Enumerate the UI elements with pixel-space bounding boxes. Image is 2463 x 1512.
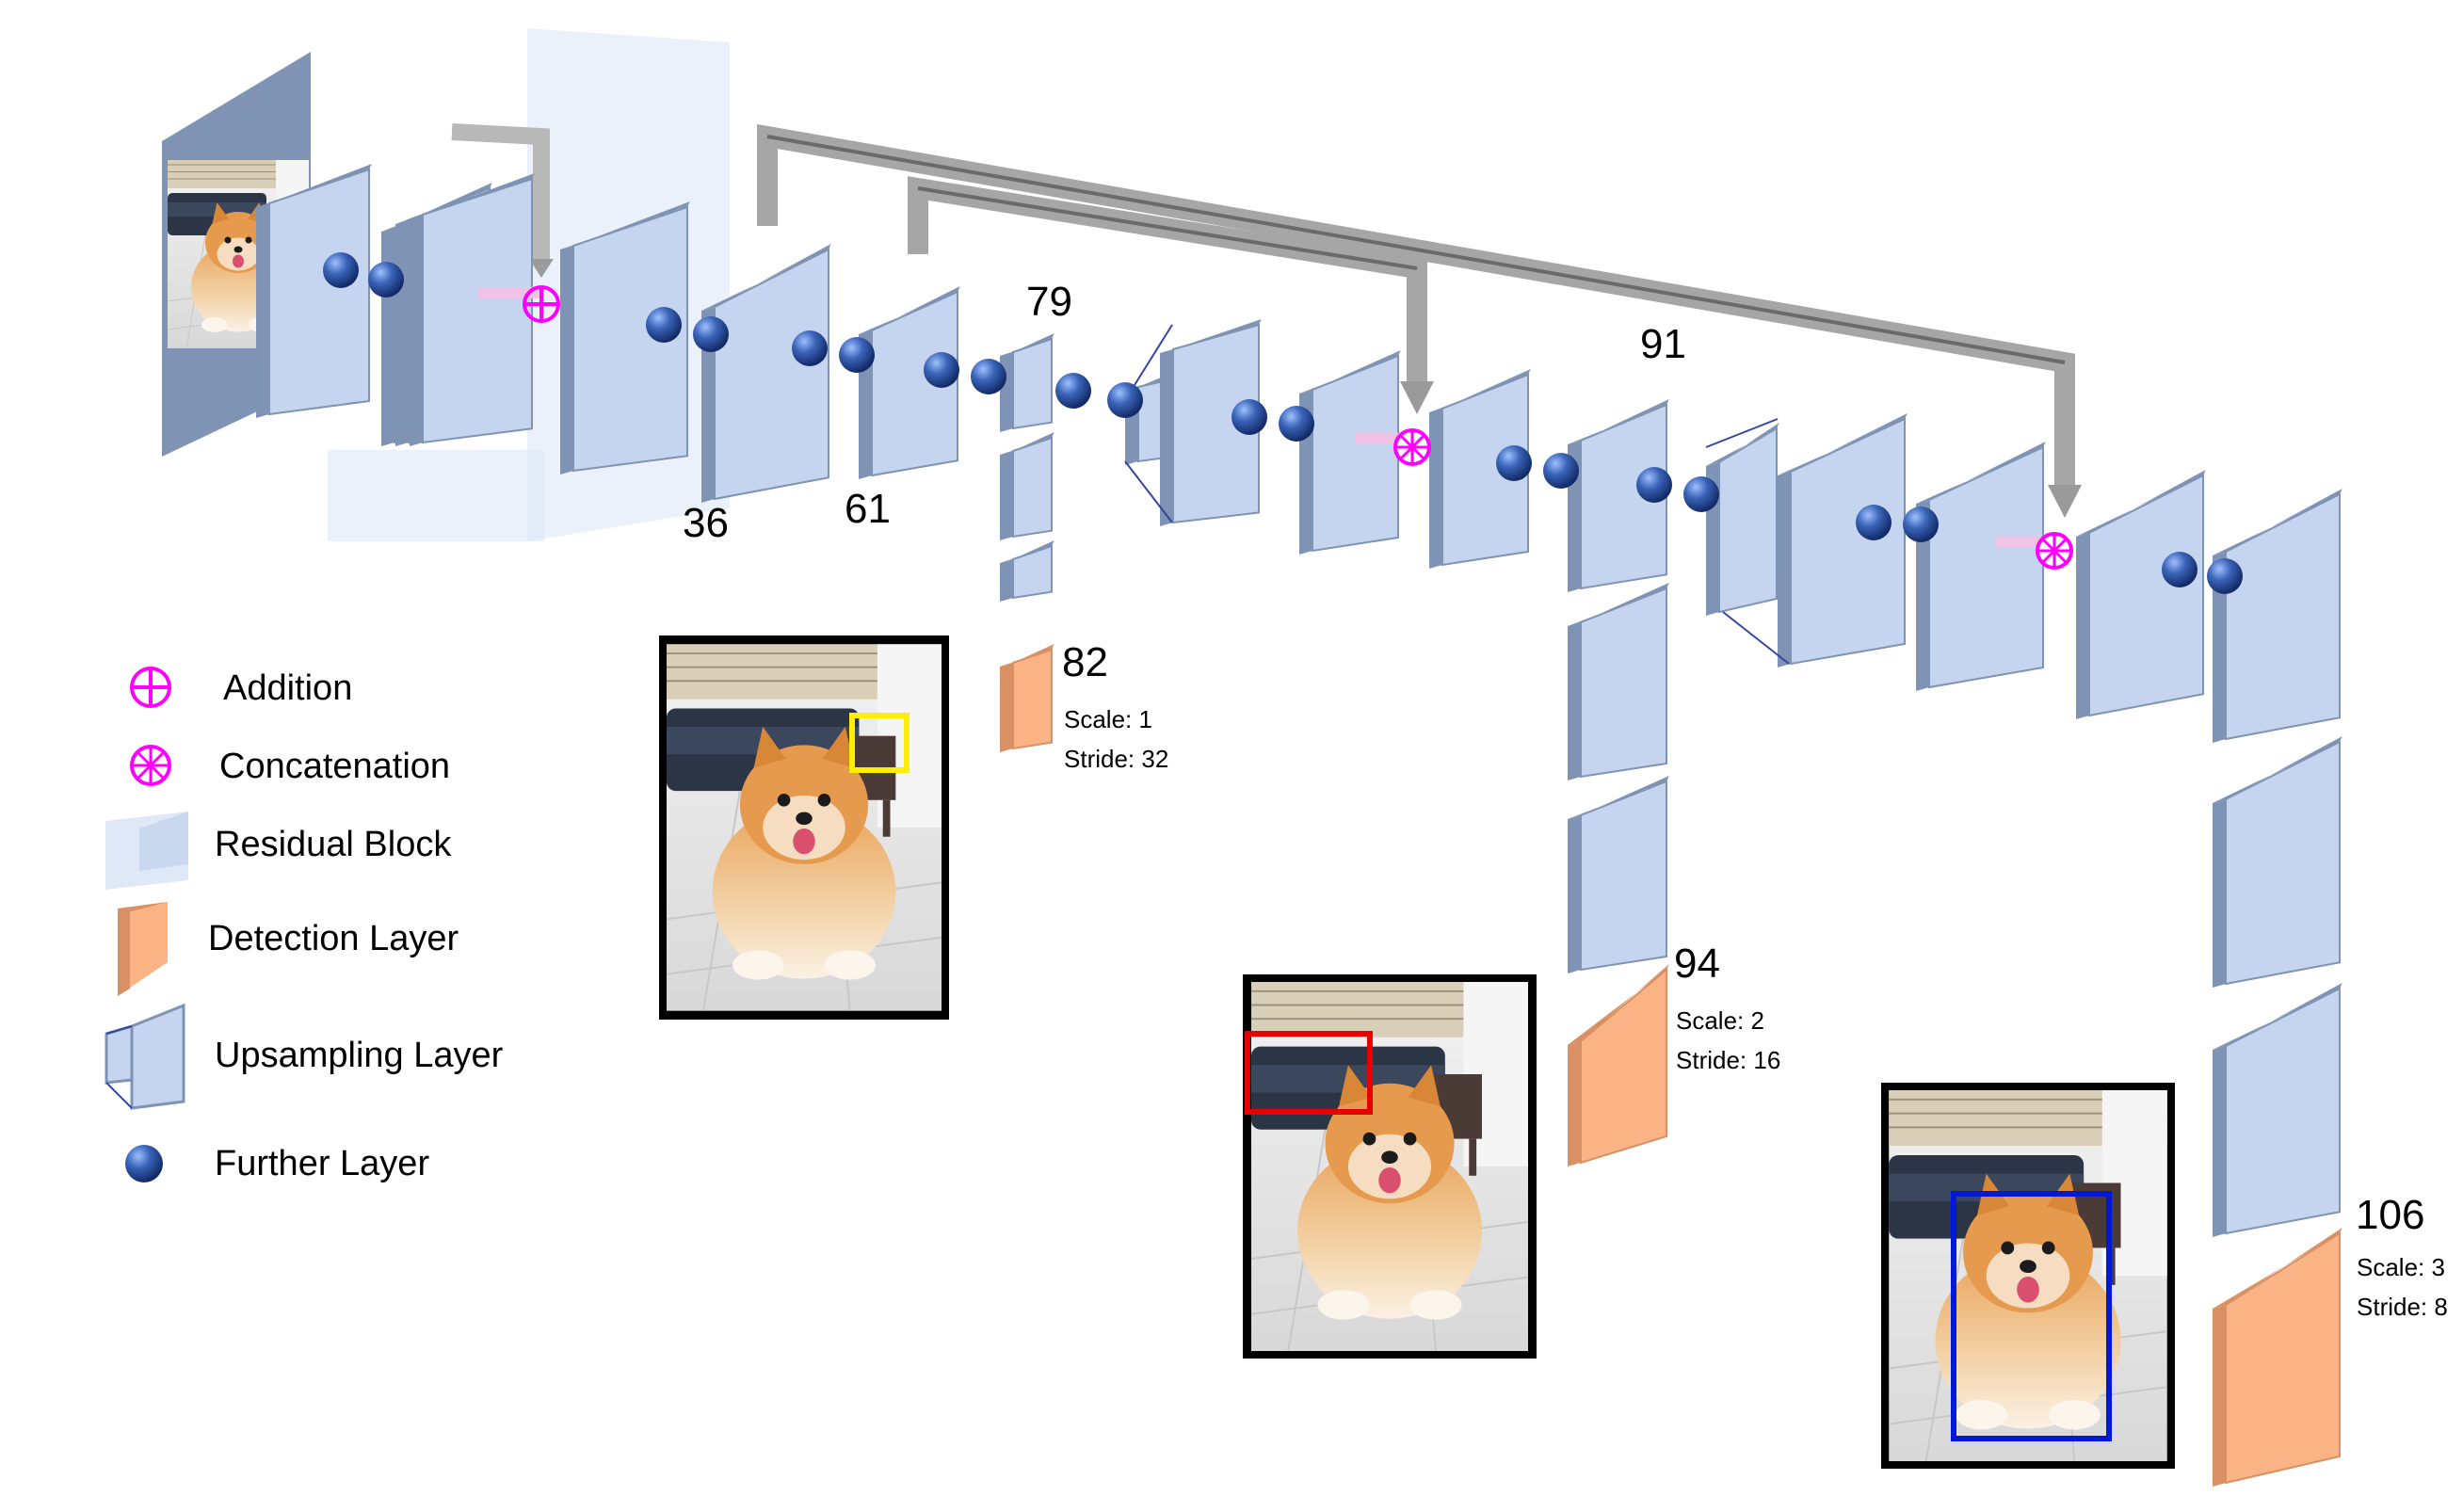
detection-image-scale1 bbox=[659, 635, 949, 1020]
layer-up-2a bbox=[1706, 423, 1779, 616]
legend-addition-label: Addition bbox=[223, 668, 352, 708]
legend-addition-icon bbox=[130, 667, 171, 708]
further-layer-node-13 bbox=[1496, 445, 1532, 481]
layer-label-94: 94 bbox=[1674, 941, 1720, 987]
further-layer-node-3 bbox=[646, 307, 682, 343]
further-layer-node-9 bbox=[1055, 373, 1091, 409]
concatenation-operator-1 bbox=[1356, 428, 1431, 466]
legend-further-layer-icon bbox=[125, 1145, 163, 1182]
layer-106-c bbox=[2213, 983, 2342, 1237]
scale3-scale-text: Scale: 3 bbox=[2357, 1253, 2445, 1281]
scale3-stride-text: Stride: 8 bbox=[2357, 1293, 2448, 1321]
layer-91-c bbox=[1568, 776, 1669, 973]
further-layer-node-17 bbox=[1856, 505, 1892, 540]
further-layer-node-2 bbox=[368, 262, 404, 298]
layer-106-a bbox=[2213, 489, 2342, 743]
further-layer-node-11 bbox=[1232, 399, 1267, 435]
further-layer-node-1 bbox=[323, 252, 359, 288]
layer-79-a bbox=[1000, 333, 1054, 432]
further-layer-node-19 bbox=[2162, 552, 2197, 587]
legend: Addition Concatenation Residual Block De… bbox=[105, 667, 504, 1183]
scale2-stride-text: Stride: 16 bbox=[1676, 1046, 1780, 1074]
detection-image-scale2 bbox=[1243, 974, 1537, 1359]
layer-label-36: 36 bbox=[683, 500, 729, 546]
further-layer-node-12 bbox=[1279, 406, 1314, 442]
further-layer-node-15 bbox=[1636, 467, 1672, 503]
scale2-bounding-box bbox=[1245, 1031, 1373, 1115]
further-layer-node-8 bbox=[971, 359, 1006, 394]
further-layer-node-14 bbox=[1543, 453, 1579, 489]
skip-connection-arrows bbox=[451, 123, 2082, 518]
legend-upsampling-layer-label: Upsampling Layer bbox=[215, 1036, 504, 1075]
legend-residual-block-icon bbox=[105, 812, 188, 890]
further-layer-node-20 bbox=[2207, 558, 2243, 594]
scale3-bounding-box bbox=[1951, 1191, 2112, 1441]
further-layer-node-18 bbox=[1903, 507, 1939, 542]
scale-stride-labels: Scale: 1 Stride: 32 Scale: 2 Stride: 16 … bbox=[1064, 705, 2448, 1321]
further-layer-node-16 bbox=[1683, 476, 1719, 512]
further-layer-node-5 bbox=[792, 330, 828, 366]
layer-79-b bbox=[1000, 432, 1054, 540]
further-layer-node-10 bbox=[1107, 382, 1143, 418]
scale1-scale-text: Scale: 1 bbox=[1064, 705, 1152, 733]
scale2-scale-text: Scale: 2 bbox=[1676, 1006, 1764, 1035]
layer-conv-3 bbox=[1299, 350, 1401, 555]
layer-up-1b bbox=[1160, 319, 1262, 526]
layer-conv-6 bbox=[2076, 470, 2206, 719]
layer-106-b bbox=[2213, 736, 2342, 988]
further-layer-node-6 bbox=[839, 337, 875, 373]
layer-82-det bbox=[1000, 644, 1054, 752]
layer-conv-1 bbox=[256, 164, 372, 418]
layer-106-det bbox=[2213, 1228, 2342, 1487]
legend-further-layer-label: Further Layer bbox=[215, 1144, 429, 1183]
layer-up-2b bbox=[1778, 413, 1908, 668]
upsample-edge-2 bbox=[1705, 418, 1790, 665]
layer-number-labels: 36 61 79 82 91 94 106 bbox=[683, 279, 2424, 1238]
layer-94-det bbox=[1568, 964, 1669, 1166]
layer-79-c bbox=[1000, 540, 1054, 602]
layer-91-b bbox=[1568, 583, 1669, 780]
detection-image-scale3 bbox=[1881, 1083, 2175, 1469]
scale1-stride-text: Stride: 32 bbox=[1064, 745, 1168, 773]
further-layer-node-7 bbox=[924, 352, 959, 388]
further-layer-node-4 bbox=[693, 316, 729, 352]
layer-conv-5 bbox=[1916, 442, 2046, 691]
further-layer-nodes bbox=[323, 252, 2243, 594]
layer-label-61: 61 bbox=[845, 486, 891, 532]
legend-concatenation-icon bbox=[130, 745, 171, 786]
legend-residual-block-label: Residual Block bbox=[215, 825, 452, 864]
legend-detection-layer-icon bbox=[118, 902, 168, 996]
layer-36 bbox=[701, 244, 831, 503]
scale1-bounding-box bbox=[849, 713, 910, 773]
addition-operator bbox=[478, 285, 560, 323]
layer-res-c bbox=[410, 173, 535, 446]
layer-label-106: 106 bbox=[2356, 1192, 2424, 1238]
layer-label-82: 82 bbox=[1062, 639, 1108, 685]
layer-label-79: 79 bbox=[1026, 279, 1072, 325]
legend-detection-layer-label: Detection Layer bbox=[208, 919, 459, 958]
concatenation-operator-2 bbox=[1996, 532, 2073, 570]
legend-concatenation-label: Concatenation bbox=[219, 747, 450, 786]
layer-label-91: 91 bbox=[1640, 321, 1686, 367]
layer-conv-2 bbox=[560, 201, 690, 475]
network-layers bbox=[256, 164, 2342, 1487]
layer-conv-4 bbox=[1429, 369, 1531, 569]
legend-upsampling-layer-icon bbox=[105, 1003, 185, 1110]
